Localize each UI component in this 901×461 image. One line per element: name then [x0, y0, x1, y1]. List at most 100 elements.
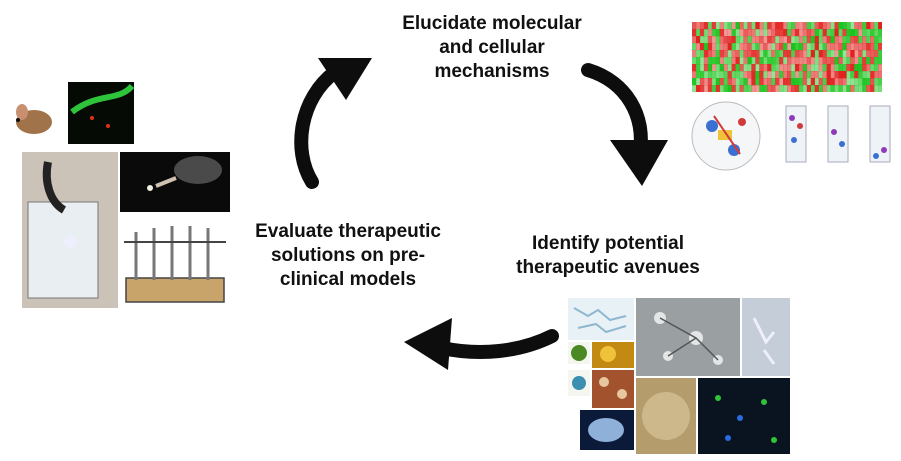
heatmap-cell [767, 36, 772, 44]
heatmap-cell [703, 71, 709, 79]
heatmap-cell [838, 85, 843, 92]
heatmap-cell [790, 57, 796, 65]
heatmap-cell [715, 50, 721, 58]
heatmap-cell [771, 29, 776, 37]
heatmap-cell [818, 57, 823, 65]
heatmap-cell [802, 64, 808, 72]
heatmap-cell [743, 50, 748, 58]
heatmap-cell [798, 43, 804, 51]
heatmap-cell [715, 57, 721, 65]
heatmap-cell [826, 78, 831, 86]
heatmap-cell [822, 85, 827, 92]
heatmap-cell [759, 29, 764, 37]
heatmap-cell [755, 85, 760, 92]
heatmap-cell [826, 36, 831, 44]
heatmap-cell [771, 78, 776, 86]
heatmap-cell [779, 71, 784, 79]
heatmap-cell [775, 43, 780, 51]
heatmap-cell [711, 57, 717, 65]
heatmap-cell [759, 85, 764, 92]
heatmap-cell [854, 43, 859, 51]
heatmap-cell [763, 50, 768, 58]
heatmap-cell [779, 64, 784, 72]
heatmap-cell [723, 78, 728, 86]
heatmap-cell [771, 57, 776, 65]
heatmap-cell [767, 50, 772, 58]
heatmap-cell [719, 36, 724, 44]
heatmap-cell [695, 78, 701, 86]
cell-culture-collage [568, 298, 790, 456]
heatmap-cell [779, 43, 784, 51]
heatmap-cell [751, 36, 756, 44]
heatmap-cell [818, 36, 823, 44]
heatmap-cell [866, 57, 871, 65]
heatmap-cell [850, 22, 855, 30]
heatmap-cell [862, 78, 867, 86]
heatmap-cell [719, 29, 724, 37]
heatmap-cell [727, 64, 732, 72]
heatmap-cell [767, 85, 772, 92]
heatmap-cell [707, 43, 713, 51]
heatmap-cell [711, 64, 717, 72]
heatmap-cell [787, 78, 792, 86]
heatmap-cell [858, 78, 863, 86]
heatmap-cell [846, 50, 851, 58]
heatmap-cell [838, 43, 843, 51]
heatmap-cell [767, 64, 772, 72]
heatmap-cell [715, 64, 721, 72]
heatmap-cell [822, 50, 827, 58]
heatmap-cell [794, 22, 800, 30]
heatmap-cell [751, 50, 756, 58]
heatmap-cell [755, 64, 760, 72]
heatmap-cell [695, 22, 701, 30]
heatmap-cell [723, 85, 728, 92]
heatmap-cell [870, 36, 875, 44]
heatmap-cell [699, 22, 705, 30]
heatmap-cell [695, 50, 701, 58]
heatmap-cell [810, 29, 816, 37]
heatmap-cell [874, 36, 879, 44]
heatmap-cell [798, 85, 804, 92]
heatmap-cell [794, 43, 800, 51]
heatmap-cell [858, 22, 863, 30]
heatmap-cell [775, 57, 780, 65]
heatmap-cell [806, 78, 812, 86]
mouse-icon [16, 104, 52, 134]
heatmap-cell [739, 85, 744, 92]
heatmap-cell [834, 85, 839, 92]
heatmap-cell [703, 43, 709, 51]
heatmap-cell [870, 43, 875, 51]
heatmap-cell [846, 71, 851, 79]
heatmap-cell [775, 64, 780, 72]
heatmap-cell [699, 43, 705, 51]
heatmap-cell [854, 78, 859, 86]
heatmap-cell [846, 85, 851, 92]
heatmap-cell [723, 29, 728, 37]
heatmap-cell [874, 78, 879, 86]
heatmap-cell [826, 64, 831, 72]
heatmap-cell [834, 29, 839, 37]
heatmap-cell [870, 50, 875, 58]
heatmap-cell [739, 64, 744, 72]
heatmap-cell [715, 85, 721, 92]
heatmap-cell [802, 50, 808, 58]
heatmap-cell [703, 36, 709, 44]
heatmap-cell [806, 64, 812, 72]
heatmap-cell [751, 29, 756, 37]
heatmap-cell [731, 64, 736, 72]
heatmap-cell [719, 57, 724, 65]
heatmap-cell [858, 50, 863, 58]
heatmap-cell [822, 43, 827, 51]
heatmap-cell [743, 85, 748, 92]
heatmap-cell [838, 50, 843, 58]
heatmap-cell [846, 43, 851, 51]
heatmap-cell [878, 78, 882, 86]
heatmap-cell [862, 43, 867, 51]
heatmap-cell [692, 22, 697, 30]
heatmap-cell [763, 43, 768, 51]
heatmap-cell [826, 43, 831, 51]
heatmap-cell [731, 78, 736, 86]
heatmap-cell [874, 29, 879, 37]
heatmap-cell [787, 64, 792, 72]
heatmap-cell [711, 85, 717, 92]
